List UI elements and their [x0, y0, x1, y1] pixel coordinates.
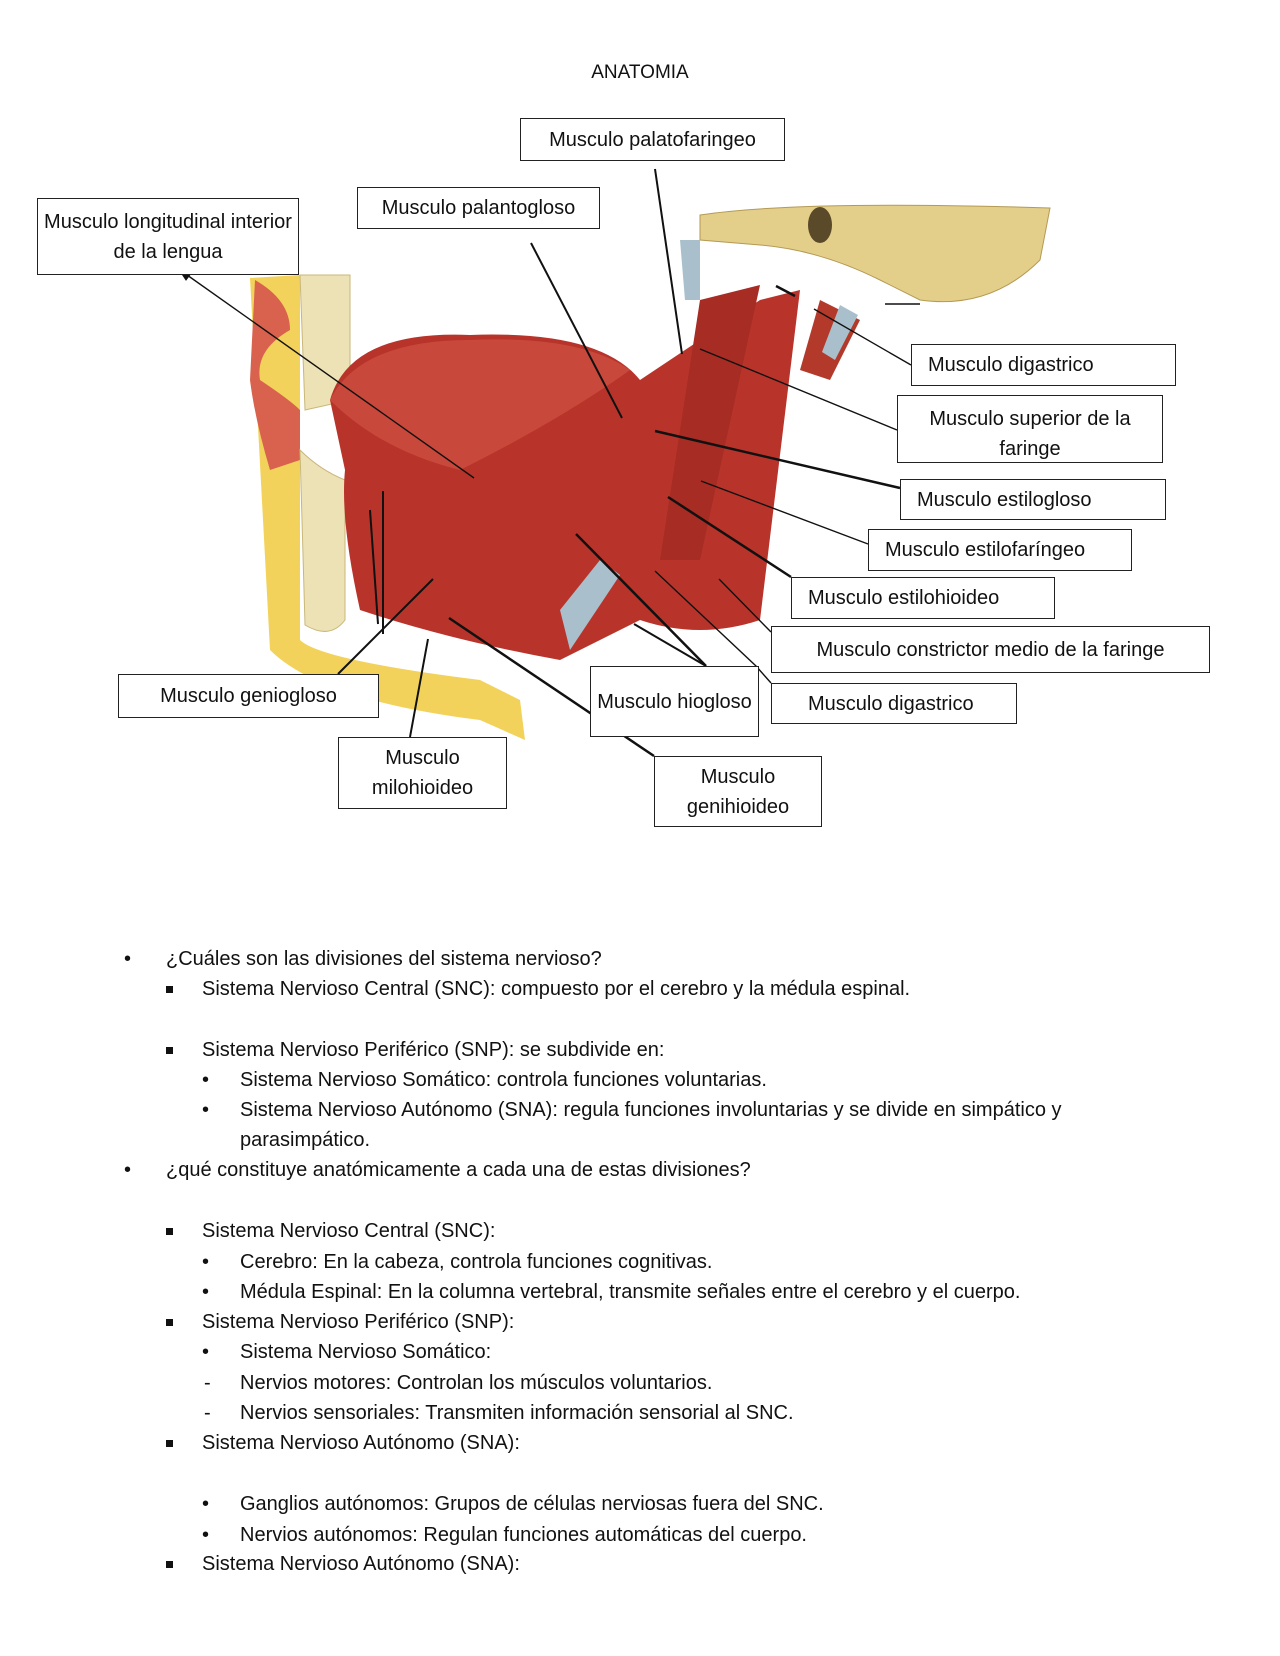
list-item: parasimpático.: [240, 1129, 371, 1151]
list-item: Sistema Nervioso Periférico (SNP): se su…: [202, 1039, 665, 1061]
list-item: Sistema Nervioso Central (SNC):: [202, 1220, 496, 1242]
square-bullet: [166, 1440, 173, 1447]
square-bullet: [166, 1561, 173, 1568]
list-item: Cerebro: En la cabeza, controla funcione…: [240, 1251, 713, 1273]
bullet: •: [202, 1493, 210, 1515]
bullet: •: [202, 1099, 210, 1121]
bullet: •: [202, 1524, 210, 1546]
square-bullet: [166, 986, 173, 993]
square-bullet: [166, 1228, 173, 1235]
list-item: Sistema Nervioso Autónomo (SNA):: [202, 1553, 520, 1575]
label-palantogloso: Musculo palantogloso: [357, 187, 600, 229]
dash-marker: -: [204, 1372, 211, 1394]
label-estilofaringeo: Musculo estilofaríngeo: [868, 529, 1132, 571]
list-item: Nervios autónomos: Regulan funciones aut…: [240, 1524, 807, 1546]
label-hiogloso: Musculo hiogloso: [590, 666, 759, 737]
label-palatofaringeo: Musculo palatofaringeo: [520, 118, 785, 161]
label-longitudinal-interior: Musculo longitudinal interior de la leng…: [37, 198, 299, 275]
square-bullet: [166, 1319, 173, 1326]
label-superior-faringe: Musculo superior de la faringe: [897, 395, 1163, 463]
anatomy-illustration: [176, 168, 1051, 758]
list-item: Nervios motores: Controlan los músculos …: [240, 1372, 713, 1394]
bullet: •: [202, 1251, 210, 1273]
bullet: •: [202, 1341, 210, 1363]
list-item: Sistema Nervioso Autónomo (SNA):: [202, 1432, 520, 1454]
list-item: ¿Cuáles son las divisiones del sistema n…: [166, 948, 602, 970]
label-estilogloso: Musculo estilogloso: [900, 479, 1166, 520]
list-item: ¿qué constituye anatómicamente a cada un…: [166, 1159, 751, 1181]
list-item: Sistema Nervioso Central (SNC): compuest…: [202, 978, 911, 1000]
label-genihioideo: Musculo genihioideo: [654, 756, 822, 827]
label-estilohioideo: Musculo estilohioideo: [791, 577, 1055, 619]
label-digastrico-bottom: Musculo digastrico: [771, 683, 1017, 724]
label-digastrico-top: Musculo digastrico: [911, 344, 1176, 386]
label-geniogloso: Musculo geniogloso: [118, 674, 379, 718]
document-title: ANATOMIA: [591, 62, 689, 83]
bullet: •: [202, 1281, 210, 1303]
dash-marker: -: [204, 1402, 211, 1424]
list-item: Ganglios autónomos: Grupos de células ne…: [240, 1493, 824, 1515]
list-item: Sistema Nervioso Somático: controla func…: [240, 1069, 767, 1091]
list-item: Sistema Nervioso Autónomo (SNA): regula …: [240, 1099, 1062, 1121]
label-milohioideo: Musculo milohioideo: [338, 737, 507, 809]
list-item: Sistema Nervioso Periférico (SNP):: [202, 1311, 515, 1333]
list-item: Sistema Nervioso Somático:: [240, 1341, 492, 1363]
bullet: •: [124, 948, 132, 970]
label-constrictor-medio: Musculo constrictor medio de la faringe: [771, 626, 1210, 673]
bullet: •: [202, 1069, 210, 1091]
square-bullet: [166, 1047, 173, 1054]
list-item: Nervios sensoriales: Transmiten informac…: [240, 1402, 794, 1424]
bullet: •: [124, 1159, 132, 1181]
list-item: Médula Espinal: En la columna vertebral,…: [240, 1281, 1021, 1303]
